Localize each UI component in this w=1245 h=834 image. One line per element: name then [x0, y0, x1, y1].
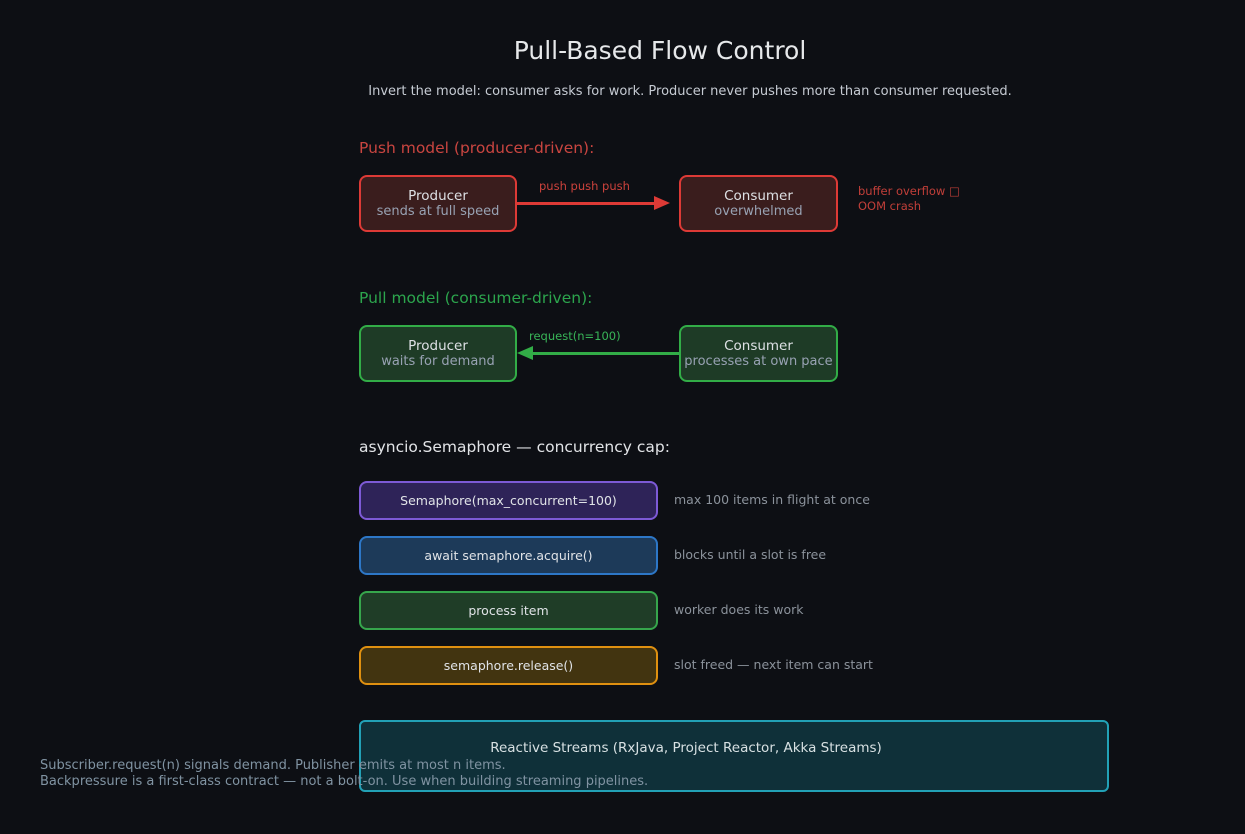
reactive-streams-box [359, 720, 1109, 792]
pull-consumer-title: Consumer [724, 337, 793, 354]
push-consumer-box: Consumer overwhelmed [679, 175, 838, 232]
push-arrow-label: push push push [539, 179, 630, 193]
push-producer-subtitle: sends at full speed [376, 203, 500, 219]
push-section-heading: Push model (producer-driven): [359, 139, 595, 157]
page-title: Pull-Based Flow Control [513, 36, 807, 65]
pull-consumer-subtitle: processes at own pace [684, 353, 833, 369]
push-consumer-subtitle: overwhelmed [714, 203, 803, 219]
push-arrow-line [517, 202, 658, 205]
pull-arrow-line [530, 352, 680, 355]
footnote-line-2: Backpressure is a first-class contract —… [40, 773, 649, 789]
push-warning-line-1: buffer overflow □ [858, 184, 960, 198]
footnote: Subscriber.request(n) signals demand. Pu… [40, 758, 648, 789]
pull-section-heading: Pull model (consumer-driven): [359, 289, 593, 307]
push-arrow-head-icon [654, 196, 670, 210]
semaphore-step-note-1: max 100 items in flight at once [674, 492, 870, 507]
pull-producer-box: Producer waits for demand [359, 325, 517, 382]
page-subtitle: Invert the model: consumer asks for work… [368, 84, 1012, 99]
semaphore-step-box-3: process item [359, 591, 658, 630]
semaphore-step-box-2: await semaphore.acquire() [359, 536, 658, 575]
pull-producer-subtitle: waits for demand [381, 353, 495, 369]
push-producer-box: Producer sends at full speed [359, 175, 517, 232]
pull-arrow-head-icon [517, 346, 533, 360]
pull-consumer-box: Consumer processes at own pace [679, 325, 838, 382]
push-warning-note: buffer overflow □ OOM crash [858, 184, 960, 213]
semaphore-step-note-2: blocks until a slot is free [674, 547, 827, 562]
push-consumer-title: Consumer [724, 187, 793, 204]
semaphore-step-note-3: worker does its work [674, 602, 804, 617]
pull-arrow-label: request(n=100) [529, 329, 621, 343]
reactive-streams-label: Reactive Streams (RxJava, Project Reacto… [490, 740, 882, 756]
push-warning-line-2: OOM crash [858, 198, 922, 213]
semaphore-step-box-1: Semaphore(max_concurrent=100) [359, 481, 658, 520]
push-producer-title: Producer [408, 187, 468, 204]
pull-producer-title: Producer [408, 337, 468, 354]
semaphore-step-note-4: slot freed — next item can start [674, 657, 873, 672]
semaphore-step-box-4: semaphore.release() [359, 646, 658, 685]
semaphore-section-heading: asyncio.Semaphore — concurrency cap: [359, 438, 670, 456]
footnote-line-1: Subscriber.request(n) signals demand. Pu… [40, 758, 506, 773]
